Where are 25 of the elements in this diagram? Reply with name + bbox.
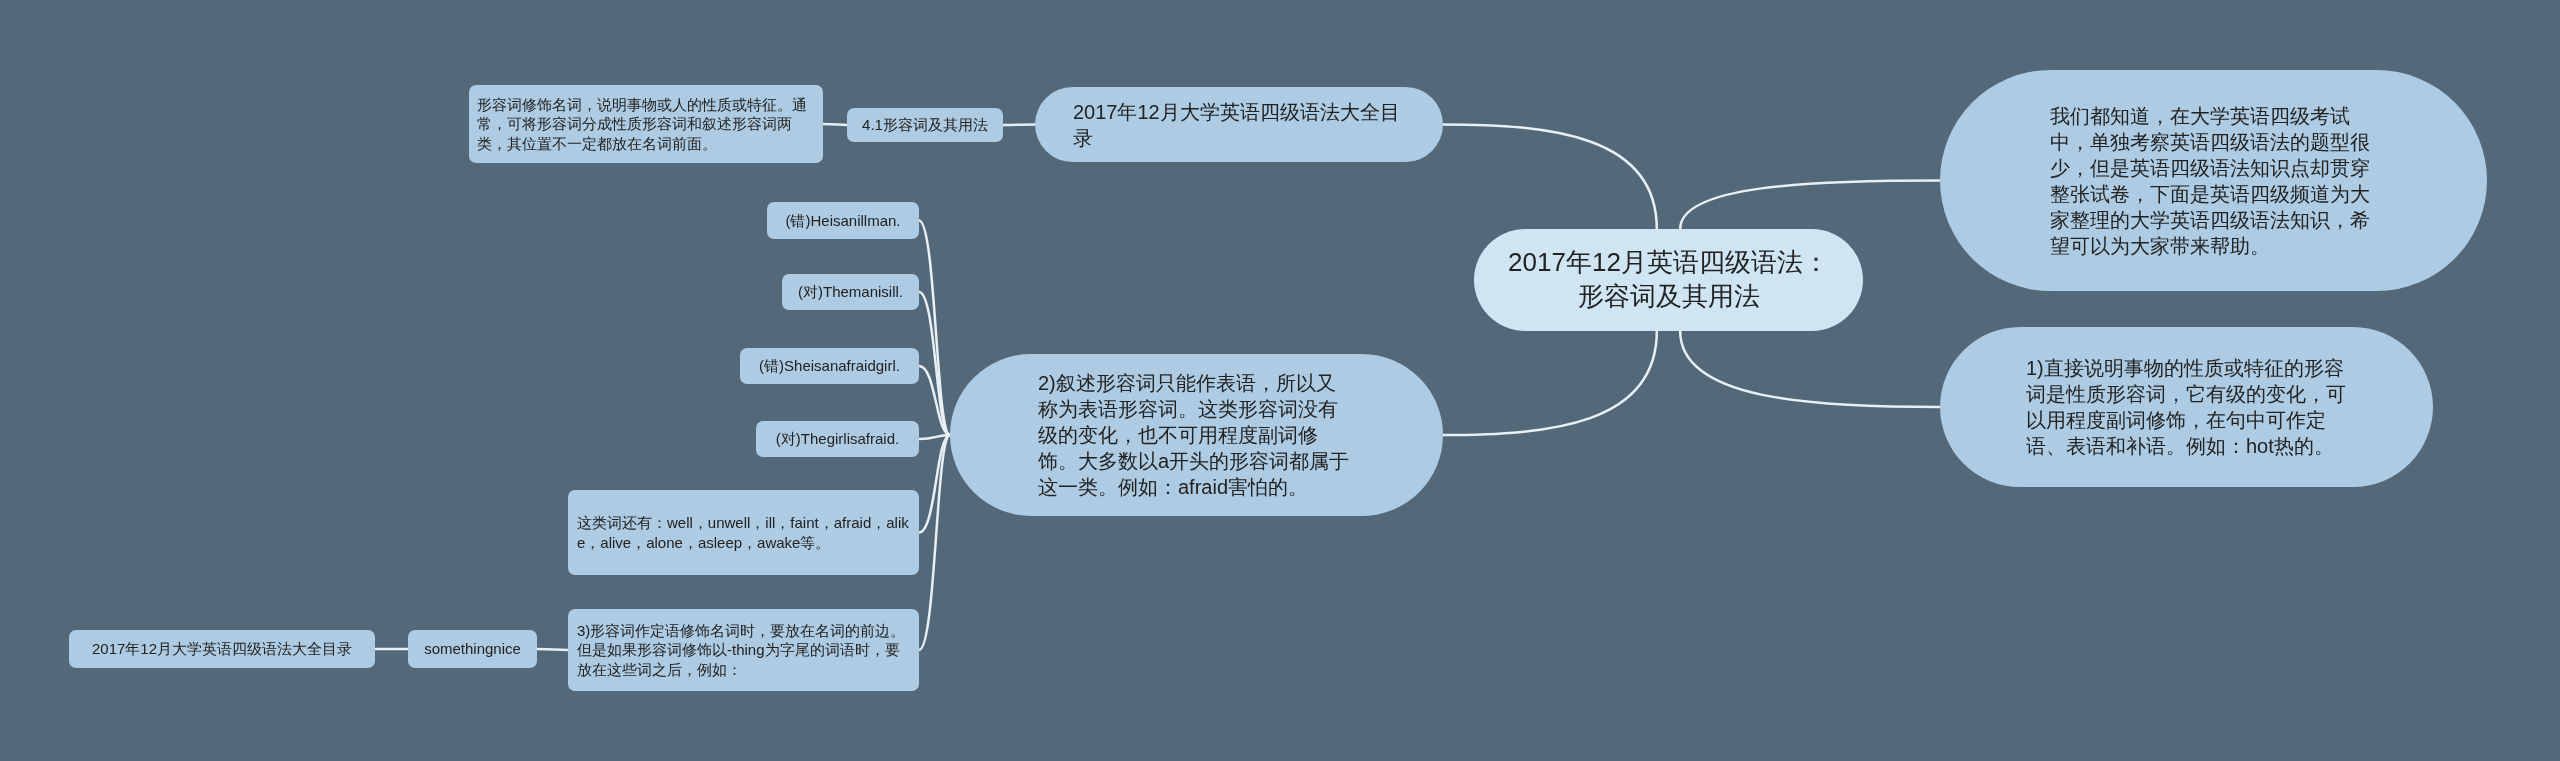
connector-line — [1443, 123, 1659, 230]
connector-line — [918, 219, 951, 436]
connector-line — [1003, 123, 1035, 127]
note-box: 形容词修饰名词，说明事物或人的性质或特征。通常，可将形容词分成性质形容词和叙述形容词两类，其位置不一定都放在名词前面。 — [469, 85, 823, 163]
note-box: somethingnice — [408, 630, 537, 668]
note-box: (对)Themanisill. — [782, 274, 919, 310]
connector-line — [375, 647, 408, 651]
note-box: (错)Heisanillman. — [767, 202, 919, 239]
note-box: 4.1形容词及其用法 — [847, 108, 1003, 142]
note-box: 2017年12月大学英语四级语法大全目录 — [69, 630, 375, 668]
connector-line — [1678, 179, 1940, 230]
central-topic-bubble: 2017年12月英语四级语法：形容词及其用法 — [1474, 229, 1863, 331]
topic-bubble: 2017年12月大学英语四级语法大全目录 — [1035, 87, 1443, 162]
topic-bubble: 我们都知道，在大学英语四级考试中，单独考察英语四级语法的题型很少，但是英语四级语法知识点却贯穿整张试卷，下面是英语四级频道为大家整理的大学英语四级语法知识，希望可以为大家带来帮助。 — [1940, 70, 2487, 291]
note-box: 这类词还有：well，unwell，ill，faint，afraid，alike，alive，alone，asleep，awake等。 — [568, 490, 919, 575]
connector-line — [918, 434, 951, 651]
connector-line — [537, 647, 568, 652]
note-box: 3)形容词作定语修饰名词时，要放在名词的前边。但是如果形容词修饰以-thing为字尾的词语时，要放在这些词之后，例如： — [568, 609, 919, 691]
note-box: (错)Sheisanafraidgirl. — [740, 348, 919, 384]
note-box: (对)Thegirlisafraid. — [756, 421, 919, 457]
topic-bubble: 1)直接说明事物的性质或特征的形容词是性质形容词，它有级的变化，可以用程度副词修饰，在句中可作定语、表语和补语。例如：hot热的。 — [1940, 327, 2433, 487]
connector-line — [823, 122, 847, 127]
topic-bubble: 2)叙述形容词只能作表语，所以又称为表语形容词。这类形容词没有级的变化，也不可用程度副词修饰。大多数以a开头的形容词都属于这一类。例如：afraid害怕的。 — [950, 354, 1443, 516]
connector-line — [1443, 330, 1659, 437]
connector-line — [1678, 330, 1940, 409]
